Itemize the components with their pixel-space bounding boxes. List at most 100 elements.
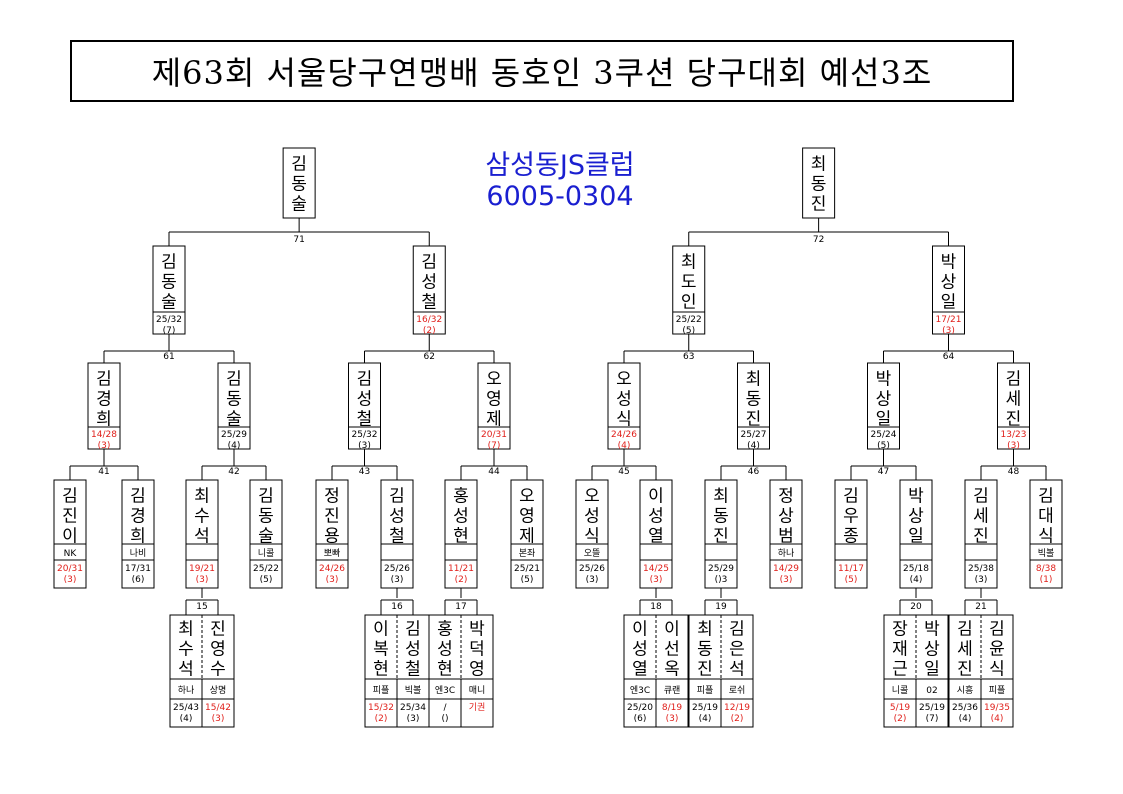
name-char: 용 bbox=[324, 526, 340, 546]
name-char: 재 bbox=[892, 639, 908, 659]
name-char: 현 bbox=[373, 659, 389, 679]
name-char: 영 bbox=[519, 506, 535, 526]
player-name: 김성철 bbox=[389, 486, 405, 546]
name-char: 김 bbox=[96, 369, 112, 389]
player-rank: (3) bbox=[650, 575, 663, 585]
name-char: 최 bbox=[713, 486, 729, 506]
player-name: 김경희 bbox=[130, 486, 146, 546]
name-char: 이 bbox=[373, 619, 389, 639]
match-label: 72 bbox=[813, 235, 824, 245]
player-score: 25/22 bbox=[253, 564, 279, 574]
name-char: 김 bbox=[1006, 369, 1022, 389]
name-char: 동 bbox=[226, 389, 242, 409]
name-char: 선 bbox=[664, 639, 680, 659]
player-rank: (3) bbox=[64, 575, 77, 585]
name-char: 우 bbox=[843, 506, 859, 526]
match-label: 19 bbox=[715, 602, 727, 612]
prelim-score: 25/34 bbox=[400, 703, 426, 713]
name-char: 술 bbox=[291, 194, 307, 214]
name-char: 식 bbox=[989, 659, 1005, 679]
prelim-score: 25/19 bbox=[692, 703, 718, 713]
player-rank: (3) bbox=[196, 575, 209, 585]
name-char: 영 bbox=[210, 639, 226, 659]
prelim-score: 15/32 bbox=[368, 703, 394, 713]
name-char: 동 bbox=[291, 174, 307, 194]
round3-rank: (5) bbox=[682, 326, 695, 336]
name-char: 종 bbox=[843, 526, 859, 546]
match-label: 17 bbox=[455, 602, 466, 612]
name-char: 수 bbox=[178, 639, 194, 659]
name-char: 최 bbox=[746, 369, 762, 389]
name-char: 김 bbox=[291, 154, 307, 174]
round2-score: 25/24 bbox=[871, 430, 897, 440]
match-label: 61 bbox=[163, 352, 174, 362]
name-char: 도 bbox=[681, 272, 697, 292]
prelim-club: 엔3C bbox=[435, 685, 455, 696]
name-char: 은 bbox=[729, 639, 745, 659]
round2-rank: (7) bbox=[488, 441, 501, 451]
name-char: 김 bbox=[421, 252, 437, 272]
name-char: 김 bbox=[62, 486, 78, 506]
player-score: 11/17 bbox=[838, 564, 864, 574]
round2-name: 김경희 bbox=[96, 369, 112, 429]
name-char: 상 bbox=[876, 389, 892, 409]
club-name: 삼성동JS클럽 bbox=[485, 150, 635, 181]
name-char: 석 bbox=[178, 659, 194, 679]
player-club: 니콜 bbox=[258, 548, 275, 559]
match-label: 41 bbox=[98, 467, 109, 477]
player-name: 김진이 bbox=[62, 486, 78, 546]
prelim-club: 하나 bbox=[178, 685, 195, 696]
match-label: 64 bbox=[943, 352, 955, 362]
player-club: 빅볼 bbox=[1038, 548, 1055, 559]
name-char: 세 bbox=[1006, 389, 1022, 409]
round3-rank: (3) bbox=[942, 326, 955, 336]
player-name: 오영제 bbox=[519, 486, 535, 546]
name-char: 성 bbox=[437, 639, 453, 659]
prelim-score: 25/43 bbox=[173, 703, 199, 713]
player-score: 25/29 bbox=[708, 564, 734, 574]
name-char: 현 bbox=[437, 659, 453, 679]
prelim-club: 빅볼 bbox=[405, 685, 422, 696]
name-char: 동 bbox=[697, 639, 713, 659]
player-club: 나비 bbox=[130, 548, 147, 559]
name-char: 일 bbox=[908, 526, 924, 546]
player-name: 정진용 bbox=[324, 486, 340, 546]
player-score: 14/25 bbox=[643, 564, 669, 574]
name-char: 상 bbox=[924, 639, 940, 659]
prelim-club: 엔3C bbox=[630, 685, 650, 696]
player-name: 김동술 bbox=[258, 486, 274, 546]
name-char: 박 bbox=[908, 486, 924, 506]
prelim-club: 큐랜 bbox=[664, 685, 681, 696]
name-char: 영 bbox=[486, 389, 502, 409]
match-label: 21 bbox=[975, 602, 986, 612]
name-char: 윤 bbox=[989, 639, 1005, 659]
name-char: 김 bbox=[957, 619, 973, 639]
player-score: 17/31 bbox=[125, 564, 151, 574]
round2-name: 김세진 bbox=[1006, 369, 1022, 429]
player-box bbox=[315, 479, 349, 589]
name-char: 박 bbox=[469, 619, 485, 639]
prelim-rank: (3) bbox=[212, 714, 225, 724]
prelim-name: 김윤식 bbox=[989, 619, 1005, 679]
host-club: 삼성동JS클럽 6005-0304 bbox=[440, 150, 680, 212]
round2-name: 김성철 bbox=[357, 369, 373, 429]
name-char: 석 bbox=[729, 659, 745, 679]
player-box bbox=[53, 479, 87, 589]
match-label: 63 bbox=[683, 352, 694, 362]
name-char: 성 bbox=[632, 639, 648, 659]
round3-name: 김성철 bbox=[421, 252, 437, 312]
prelim-score: 25/20 bbox=[627, 703, 653, 713]
player-score: 25/26 bbox=[384, 564, 410, 574]
prelim-name: 박상일 bbox=[924, 619, 940, 679]
prelim-score: 25/19 bbox=[919, 703, 945, 713]
player-score: 24/26 bbox=[319, 564, 345, 574]
player-box bbox=[834, 479, 868, 589]
player-name: 박상일 bbox=[908, 486, 924, 546]
name-char: 철 bbox=[389, 526, 405, 546]
match-label: 62 bbox=[424, 352, 435, 362]
round3-name: 최도인 bbox=[681, 252, 697, 312]
name-char: 석 bbox=[194, 526, 210, 546]
name-char: 제 bbox=[519, 526, 535, 546]
round2-rank: (5) bbox=[877, 441, 890, 451]
prelim-rank: (6) bbox=[634, 714, 647, 724]
